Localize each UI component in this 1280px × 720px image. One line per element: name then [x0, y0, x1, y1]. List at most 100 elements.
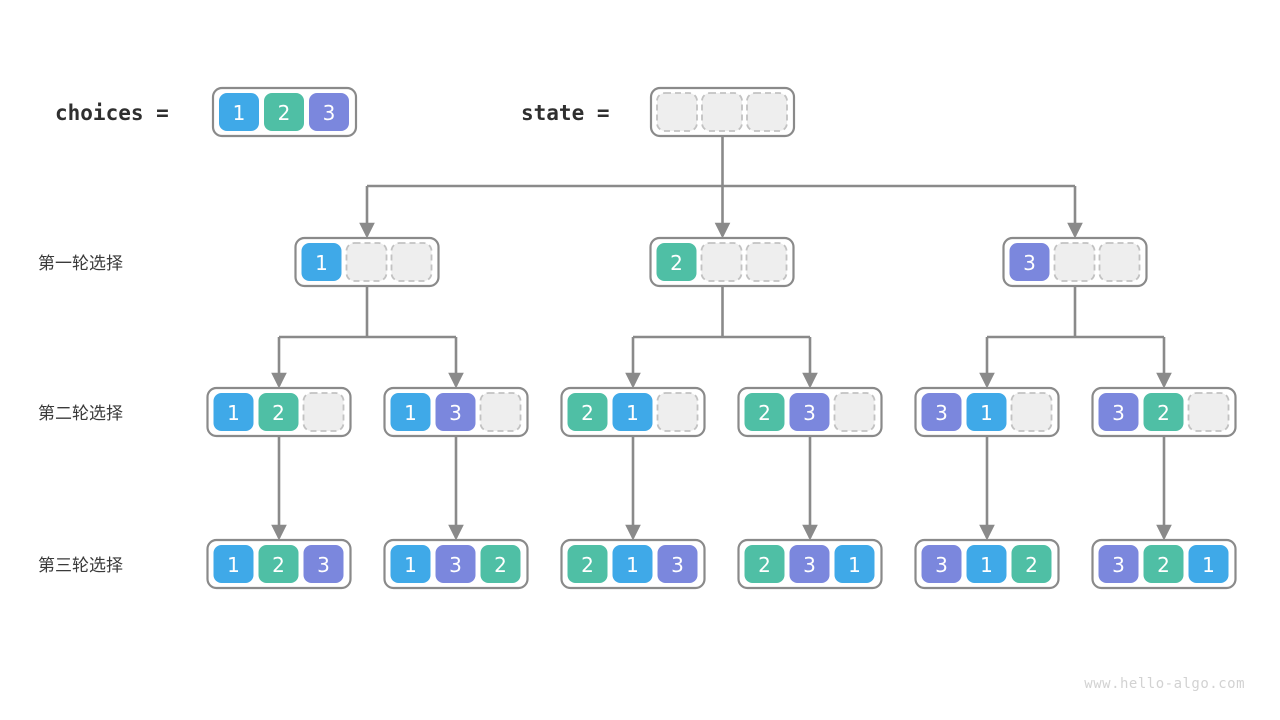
node-cell-empty: [390, 242, 433, 282]
cell-value: 3: [803, 553, 816, 577]
tree-node: 2: [649, 236, 795, 288]
node-cell-filled: [612, 393, 653, 431]
node-cell-filled: [1009, 243, 1050, 281]
node-cell-empty: [302, 392, 345, 432]
cell-value: 2: [1157, 401, 1170, 425]
cell-value: 2: [581, 553, 594, 577]
cell-value: 1: [404, 553, 417, 577]
node-cell-filled: [567, 545, 608, 583]
node-cell-filled: [1143, 393, 1184, 431]
node-cell-filled: [966, 393, 1007, 431]
cell-value: 1: [227, 401, 240, 425]
choices-array: 1 2 3: [211, 86, 358, 138]
cell-value: 1: [626, 401, 639, 425]
tree-node: 2 3 1: [737, 538, 883, 590]
cell-value: 3: [449, 553, 462, 577]
cell-value: 2: [581, 401, 594, 425]
node-cell-filled: [789, 545, 830, 583]
node-cell-filled: [390, 393, 431, 431]
cell-value: 1: [848, 553, 861, 577]
tree-node: 1: [294, 236, 440, 288]
node-cell-filled: [1098, 393, 1139, 431]
node-cell-empty: [656, 392, 699, 432]
node-cell-filled: [1188, 545, 1229, 583]
cell-value: 2: [494, 553, 507, 577]
cell-value: 2: [758, 401, 771, 425]
choices-cell-2: 3: [309, 93, 349, 131]
cell-value: 3: [449, 401, 462, 425]
node-cell-empty: [1010, 392, 1053, 432]
node-cell-filled: [921, 545, 962, 583]
node-cell-filled: [258, 393, 299, 431]
watermark: www.hello-algo.com: [1084, 676, 1245, 692]
node-cell-filled: [1143, 545, 1184, 583]
cell-value: 1: [1202, 553, 1215, 577]
node-cell-filled: [435, 393, 476, 431]
cell-value: 2: [670, 251, 683, 275]
node-cell-filled: [921, 393, 962, 431]
tree-node: 3 2 1: [1091, 538, 1237, 590]
cell-value: 3: [935, 401, 948, 425]
cell-value: 1: [227, 553, 240, 577]
node-cell-filled: [213, 393, 254, 431]
node-cell-filled: [1098, 545, 1139, 583]
node-cell-empty: [1187, 392, 1230, 432]
cell-value: 1: [233, 101, 246, 125]
node-cell-empty: [700, 242, 743, 282]
node-cell-filled: [612, 545, 653, 583]
node-cell-filled: [657, 545, 698, 583]
row-label-round-2: 第二轮选择: [38, 404, 123, 424]
node-cell-filled: [744, 393, 785, 431]
cell-value: 3: [1112, 553, 1125, 577]
state-cell-1: [701, 92, 743, 132]
tree-node: 2 1 3: [560, 538, 706, 590]
node-cell-filled: [789, 393, 830, 431]
node-cell-empty: [833, 392, 876, 432]
cell-value: 3: [803, 401, 816, 425]
node-cell-filled: [1011, 545, 1052, 583]
node-cell-filled: [213, 545, 254, 583]
cell-value: 1: [626, 553, 639, 577]
node-cell-empty: [1053, 242, 1096, 282]
cell-value: 2: [1157, 553, 1170, 577]
cell-value: 1: [980, 401, 993, 425]
node-cell-filled: [656, 243, 697, 281]
choices-label: choices =: [55, 101, 169, 125]
row-label-round-3: 第三轮选择: [38, 556, 123, 576]
node-cell-filled: [744, 545, 785, 583]
choices-cell-0: 1: [219, 93, 259, 131]
edges-level1-to-level2: [271, 286, 1172, 389]
node-cell-filled: [480, 545, 521, 583]
edges-state-to-level1: [359, 136, 1083, 239]
state-label: state =: [521, 101, 610, 125]
cell-value: 2: [1025, 553, 1038, 577]
cell-value: 3: [671, 553, 684, 577]
cell-value: 3: [935, 553, 948, 577]
cell-value: 2: [758, 553, 771, 577]
state-array: [649, 86, 796, 138]
tree-node: 1 3 2: [383, 538, 529, 590]
node-cell-filled: [390, 545, 431, 583]
node-cell-filled: [303, 545, 344, 583]
cell-value: 3: [323, 101, 336, 125]
node-cell-filled: [834, 545, 875, 583]
cell-value: 1: [315, 251, 328, 275]
cell-value: 3: [317, 553, 330, 577]
cell-value: 2: [278, 101, 291, 125]
node-cell-filled: [966, 545, 1007, 583]
node-cell-filled: [567, 393, 608, 431]
row-label-round-1: 第一轮选择: [38, 254, 123, 274]
state-cell-2: [746, 92, 788, 132]
